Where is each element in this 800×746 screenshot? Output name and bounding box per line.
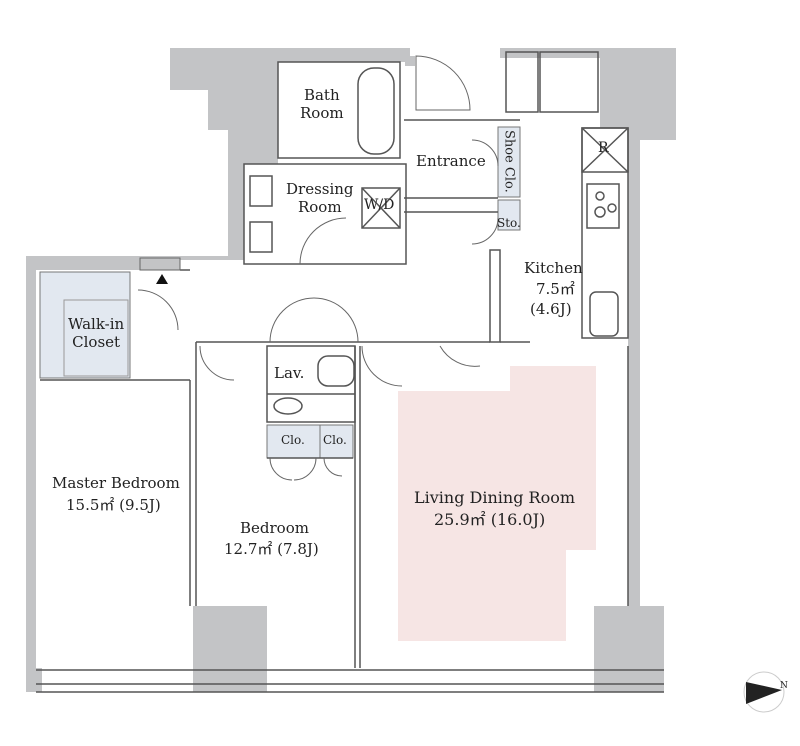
closet-2-fill [319,424,354,459]
living-dining-area: 25.9㎡ (16.0J) [434,510,546,529]
storage-label: Sto. [497,216,521,230]
living-dining-highlight [398,366,596,641]
lavatory-label: Lav. [274,364,305,382]
master-bedroom-area: 15.5㎡ (9.5J) [66,496,161,514]
washer-dryer-label: W/D [364,197,395,213]
kitchen-label: Kitchen [524,259,583,277]
dressing-room-label: Dressing Room [286,180,354,216]
north-arrow-icon: N [743,671,788,713]
entrance-label: Entrance [416,152,486,170]
kitchen-area-j: (4.6J) [530,300,572,318]
walk-in-closet-inner [63,299,129,377]
refrigerator-label: R [598,140,609,156]
shoe-closet-label: Shoe Clo. [501,130,517,193]
closet-1-label: Clo. [281,433,305,447]
kitchen-area-m2: 7.5㎡ [536,280,575,298]
svg-text:N: N [780,681,788,691]
storage-fill [497,199,521,231]
walk-in-closet-label: Walk-in Closet [68,315,125,351]
walk-in-closet-fill [39,271,131,379]
bedroom-label: Bedroom [240,519,309,537]
closet-2-label: Clo. [323,433,347,447]
entrance-marker-icon [156,274,168,284]
closet-1-fill [266,424,321,459]
bedroom-area: 12.7㎡ (7.8J) [224,540,319,558]
door-swings [137,55,499,481]
living-dining-label: Living Dining Room [414,488,576,507]
master-bedroom-label: Master Bedroom [52,474,180,492]
bath-room-label: Bath Room [300,86,344,122]
plan-lines [36,51,664,693]
entrance-step [139,257,181,271]
